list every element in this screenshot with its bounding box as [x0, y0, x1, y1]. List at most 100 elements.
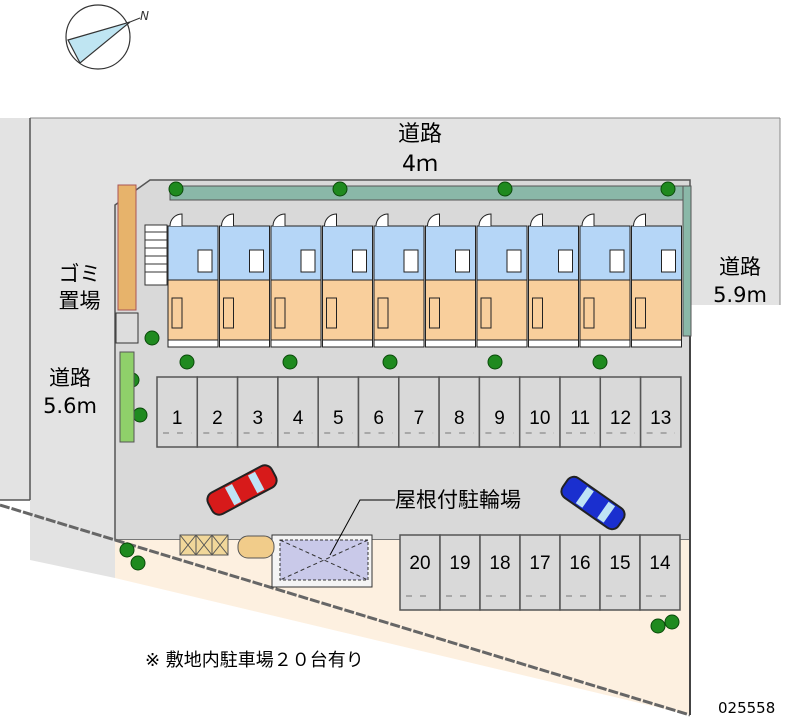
parking-space-number: 4 — [292, 408, 304, 429]
parking-space — [478, 376, 521, 448]
garbage-area — [115, 312, 139, 344]
tree-icon — [487, 354, 503, 370]
tree-icon — [144, 330, 160, 346]
door-icon — [581, 213, 595, 227]
tree-icon — [332, 181, 348, 197]
parking-space-number: 8 — [453, 408, 465, 429]
parking-space — [357, 376, 400, 448]
parking-space-number: 14 — [649, 553, 671, 574]
tree-icon — [664, 614, 680, 630]
table-icon — [583, 297, 595, 329]
north-road-width: 4ｍ — [402, 152, 438, 177]
unit-kitchen — [455, 249, 470, 273]
tree-icon — [650, 618, 666, 634]
parking-space-number: 9 — [494, 408, 505, 429]
parking-space — [439, 534, 481, 611]
parking-space-number: 3 — [252, 408, 264, 429]
unit-kitchen — [403, 249, 419, 273]
parking-space-number: 7 — [413, 408, 425, 429]
parking-space-number: 2 — [212, 408, 223, 429]
parking-space-number: 11 — [570, 408, 591, 429]
water-tank — [237, 535, 275, 559]
parking-space-number: 19 — [449, 553, 471, 574]
parking-space — [479, 534, 521, 611]
table-icon — [223, 297, 234, 329]
red-car-icon — [206, 464, 278, 516]
table-icon — [532, 297, 543, 329]
parking-space-number: 18 — [489, 553, 511, 574]
table-icon — [274, 297, 286, 329]
parking-space-number: 5 — [333, 408, 344, 429]
tree-icon — [497, 181, 513, 197]
planting-bed — [119, 351, 135, 443]
balcony — [579, 339, 631, 348]
parking-space — [599, 534, 641, 611]
east-road-width: 5.9m — [713, 283, 767, 307]
parking-space — [639, 534, 681, 611]
door-icon — [530, 213, 543, 227]
unit-room — [476, 279, 528, 341]
unit-kitchen — [661, 249, 676, 273]
trees — [119, 181, 680, 634]
door-icon — [375, 213, 389, 227]
west-road-width: 5.6m — [43, 394, 97, 418]
tree-icon — [282, 354, 298, 370]
hedge — [169, 185, 686, 201]
balcony — [476, 339, 528, 348]
unit-room — [528, 279, 579, 341]
parking-space — [317, 376, 360, 448]
balcony — [167, 339, 219, 348]
parking-space-number: 17 — [529, 553, 551, 574]
parking-space-number: 6 — [373, 408, 384, 429]
parking-space — [639, 376, 682, 448]
tree-icon — [179, 354, 195, 370]
unit-room — [322, 279, 373, 341]
tree-icon — [382, 354, 398, 370]
parking-row-bottom — [399, 534, 681, 611]
door-icon — [427, 213, 440, 227]
garbage-label-2: 置場 — [58, 289, 101, 313]
property-code: 025558 — [718, 699, 776, 717]
parking-space-number: 10 — [529, 408, 551, 429]
unit-room — [425, 279, 476, 341]
east-road-name: 道路 — [719, 255, 761, 279]
unit-kitchen — [300, 249, 316, 273]
bicycle-shelter-label: 屋根付駐輪場 — [395, 488, 521, 512]
unit-kitchen — [609, 249, 625, 273]
north-road-name: 道路 — [397, 122, 442, 147]
unit-kitchen — [558, 249, 573, 273]
parking-note: ※ 敷地内駐車場２０台有り — [145, 650, 364, 671]
parking-space-number: 15 — [609, 553, 631, 574]
unit-room — [579, 279, 631, 341]
unit-room — [167, 279, 219, 341]
parking-space — [277, 376, 319, 448]
tree-icon — [130, 555, 146, 571]
balcony — [528, 339, 579, 348]
door-icon — [633, 213, 646, 227]
table-icon — [635, 297, 646, 329]
parking-space-number: 1 — [171, 408, 183, 429]
balcony — [270, 339, 322, 348]
parking-space — [518, 376, 561, 448]
apartment-building — [167, 213, 682, 348]
balcony — [425, 339, 476, 348]
table-icon — [326, 297, 337, 329]
brick-walkway — [117, 184, 137, 311]
parking-space — [519, 534, 561, 611]
compass-north-label: N — [140, 9, 149, 23]
tree-icon — [592, 354, 608, 370]
stairs — [144, 224, 168, 286]
parking-space — [196, 376, 239, 448]
parking-space-number: 13 — [650, 408, 672, 429]
balcony — [631, 339, 682, 348]
parking-space — [559, 376, 602, 448]
tree-icon — [660, 181, 676, 197]
parking-space — [599, 376, 642, 448]
door-icon — [169, 213, 183, 227]
balcony — [373, 339, 425, 348]
parking-space — [559, 534, 601, 611]
door-icon — [478, 213, 492, 227]
door-icon — [324, 213, 337, 227]
compass-icon — [65, 4, 141, 70]
unit-kitchen — [249, 249, 264, 273]
